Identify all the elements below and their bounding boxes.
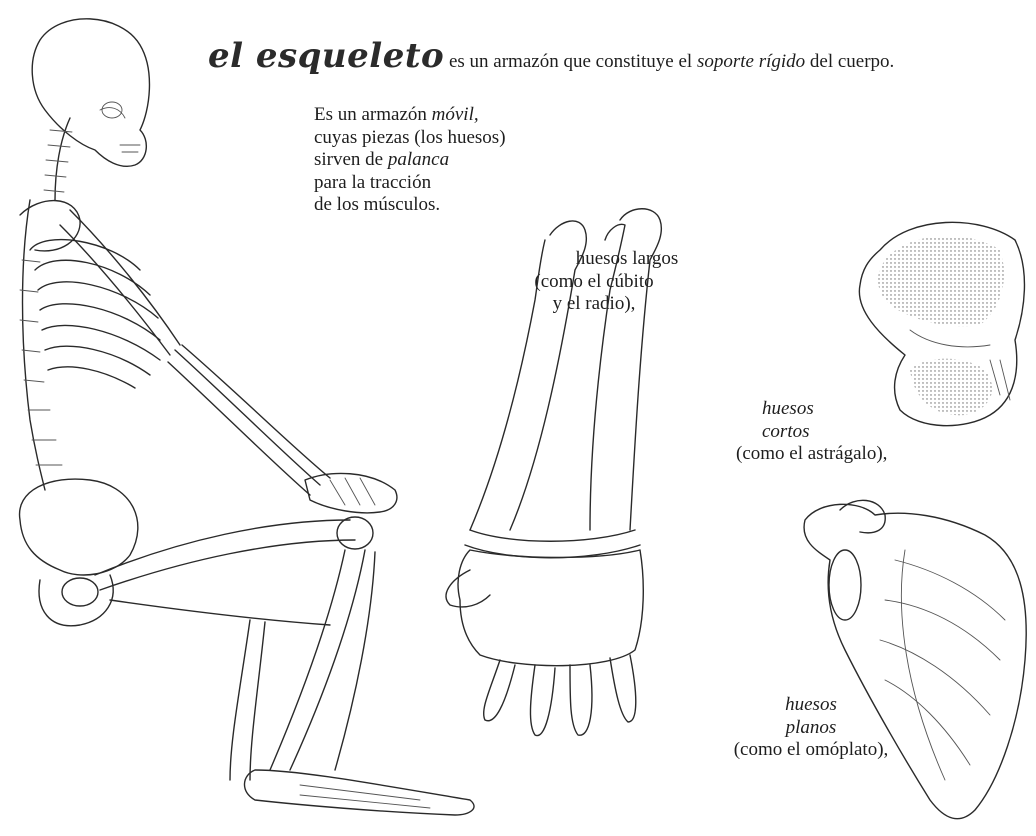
talus-illustration	[850, 210, 1036, 450]
forearm-illustration	[440, 200, 680, 760]
scapula-illustration	[785, 490, 1035, 830]
heading-text-emph: soporte rígido	[697, 51, 805, 72]
heading-text-after: del cuerpo.	[805, 51, 894, 72]
